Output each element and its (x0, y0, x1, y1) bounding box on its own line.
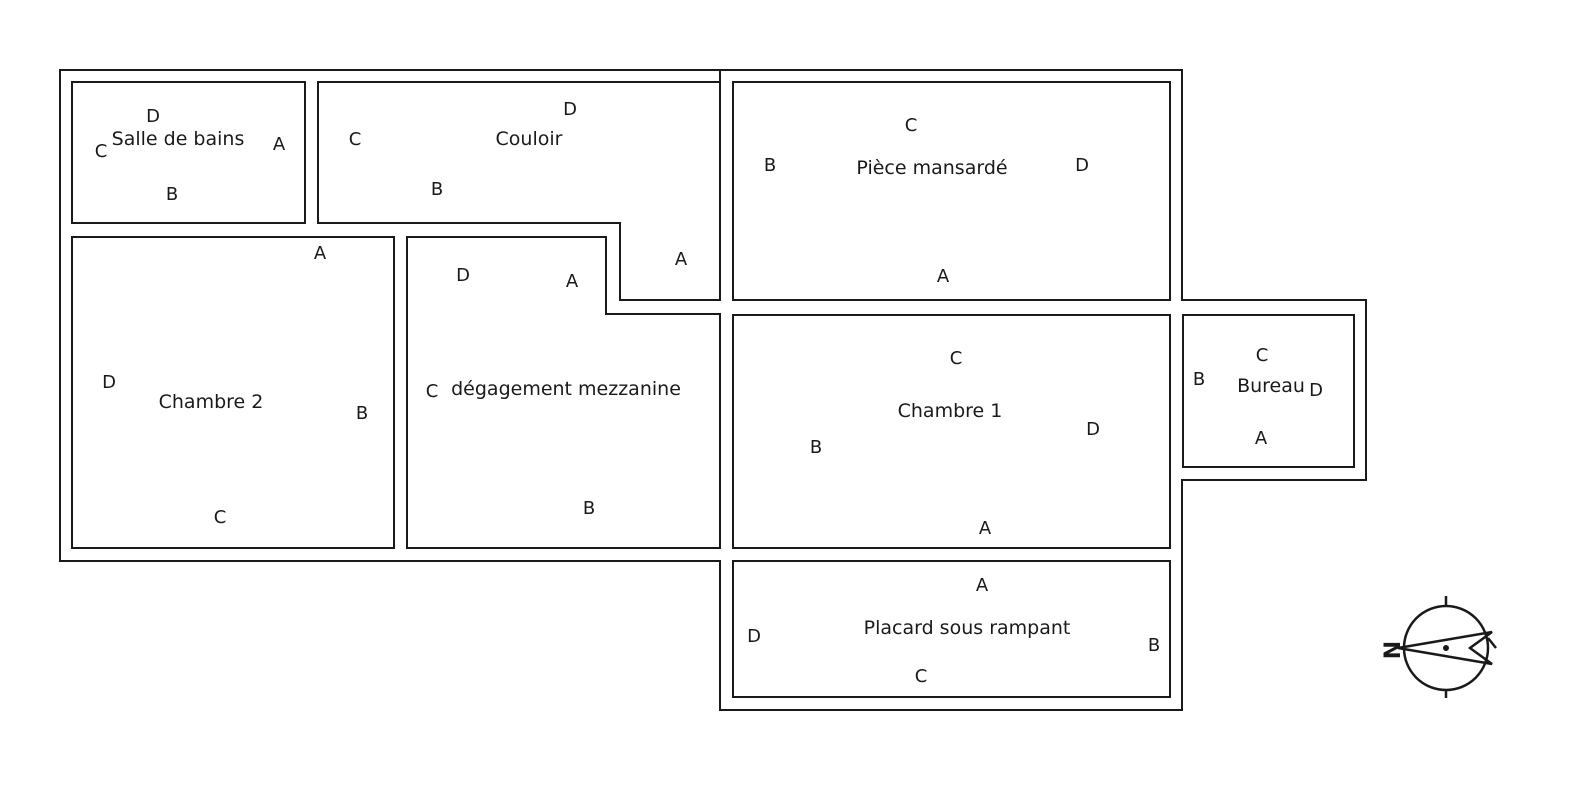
wall-label-a: A (314, 243, 327, 264)
wall-label-c: C (905, 115, 918, 136)
compass-north-letter: N (1381, 641, 1406, 659)
wall-label-b: B (1193, 369, 1205, 390)
room-outline (1182, 314, 1355, 468)
wall-label-a: A (937, 266, 950, 287)
wall-label-b: B (1148, 635, 1160, 656)
room-outline (732, 81, 1171, 301)
room-piece-mansarde: Pièce mansardé C B D A (732, 81, 1171, 301)
room-chambre-2: Chambre 2 A D B C (71, 236, 395, 549)
wall-label-c: C (349, 129, 362, 150)
room-bureau: Bureau C B D A (1182, 314, 1355, 468)
compass-icon: N (1381, 596, 1497, 698)
wall-label-b: B (583, 498, 595, 519)
room-outline (406, 236, 721, 549)
wall-label-a: A (976, 575, 989, 596)
wall-label-d: D (1086, 419, 1100, 440)
room-name: Bureau (1237, 375, 1305, 397)
wall-label-a: A (566, 271, 579, 292)
wall-label-b: B (764, 155, 776, 176)
room-name: dégagement mezzanine (451, 378, 681, 400)
room-name: Chambre 2 (159, 391, 264, 413)
room-outline (732, 560, 1171, 698)
wall-label-d: D (102, 372, 116, 393)
wall-label-d: D (747, 626, 761, 647)
room-outline (71, 236, 395, 549)
wall-label-c: C (426, 381, 439, 402)
wall-label-c: C (915, 666, 928, 687)
wall-label-c: C (1256, 345, 1269, 366)
wall-label-c: C (950, 348, 963, 369)
room-chambre-1: Chambre 1 C D B A (732, 314, 1171, 549)
room-salle-de-bains: Salle de bains D C A B (71, 81, 306, 224)
room-name: Couloir (496, 128, 563, 150)
wall-label-a: A (675, 249, 688, 270)
wall-label-d: D (1075, 155, 1089, 176)
wall-label-b: B (166, 184, 178, 205)
wall-label-c: C (214, 507, 227, 528)
wall-label-a: A (273, 134, 286, 155)
room-name: Placard sous rampant (864, 617, 1071, 639)
room-name: Salle de bains (112, 128, 245, 150)
room-placard-sous-rampant: Placard sous rampant A D B C (732, 560, 1171, 698)
room-couloir: Couloir D C B A (317, 81, 721, 301)
wall-label-d: D (456, 265, 470, 286)
room-name: Chambre 1 (898, 400, 1003, 422)
room-name: Pièce mansardé (856, 157, 1007, 179)
room-outline (317, 81, 721, 301)
outer-wall (59, 69, 1367, 711)
wall-label-b: B (431, 179, 443, 200)
wall-label-d: D (1309, 380, 1323, 401)
wall-label-b: B (356, 403, 368, 424)
room-outline (732, 314, 1171, 549)
room-outline (71, 81, 306, 224)
wall-label-d: D (563, 99, 577, 120)
wall-label-b: B (810, 437, 822, 458)
wall-label-c: C (95, 141, 108, 162)
wall-label-d: D (146, 106, 160, 127)
wall-label-a: A (979, 518, 992, 539)
wall-label-a: A (1255, 428, 1268, 449)
room-degagement-mezzanine: dégagement mezzanine D A C B (406, 236, 721, 549)
